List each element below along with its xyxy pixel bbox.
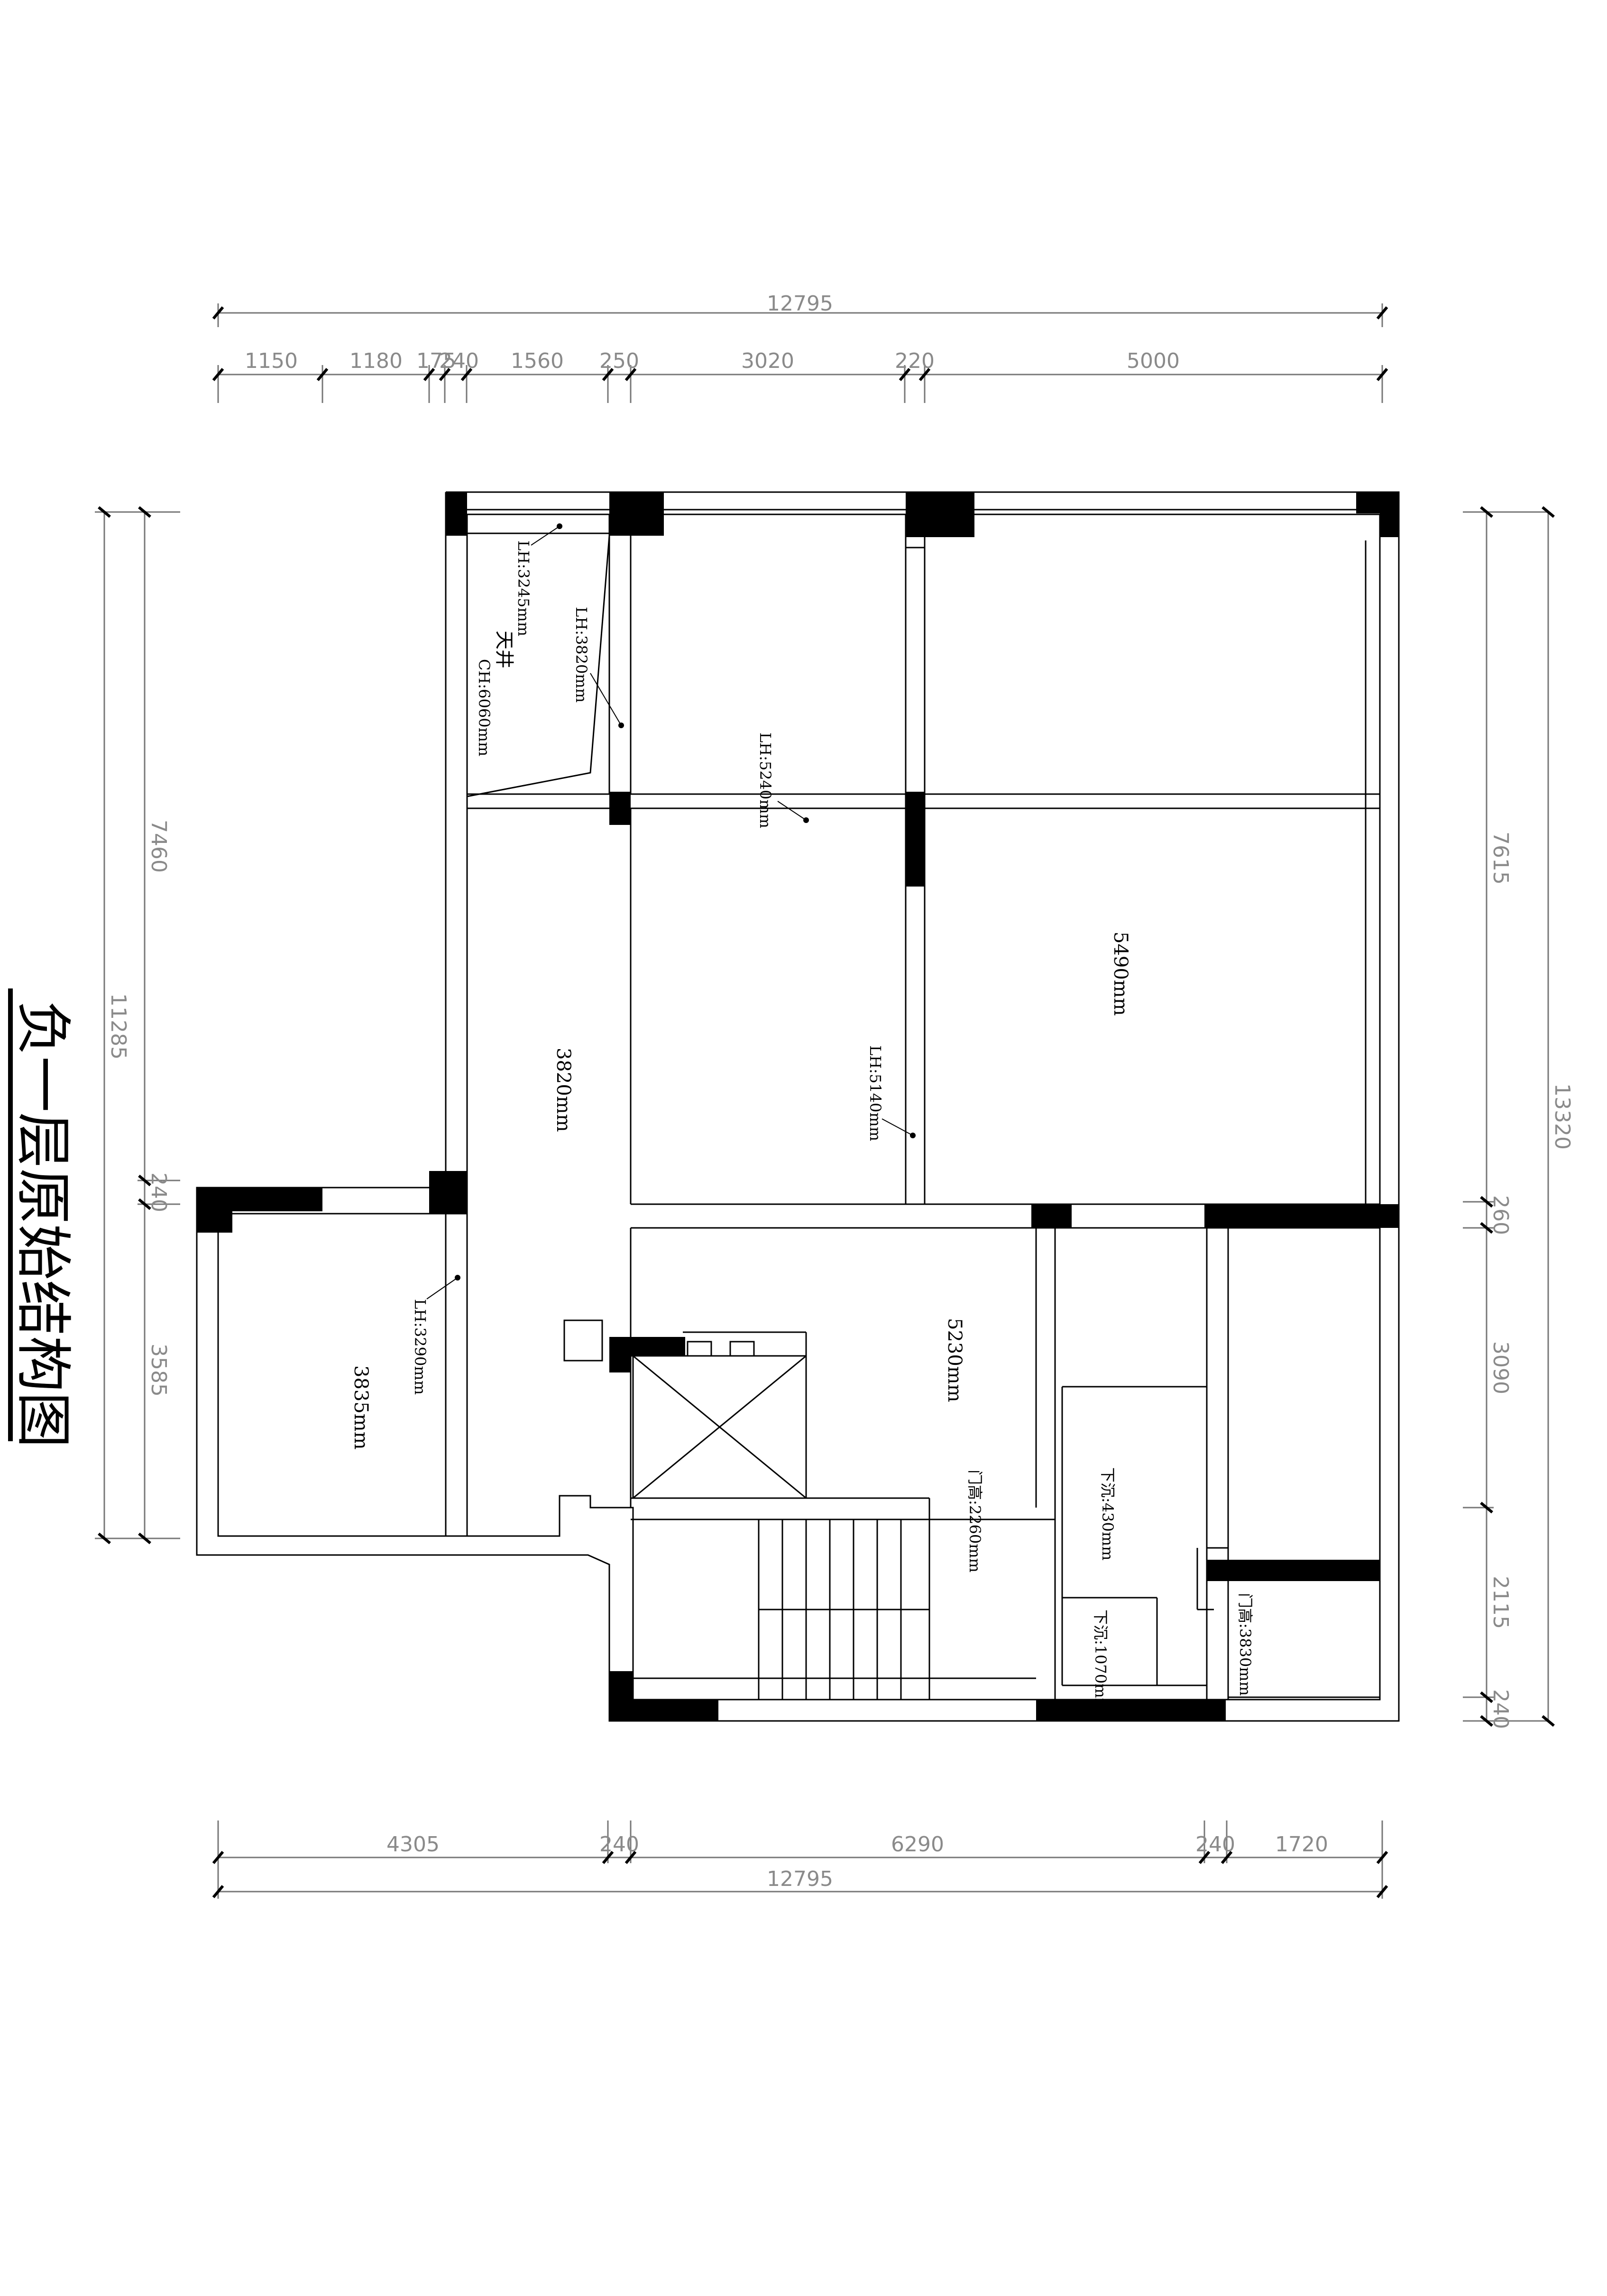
bottom-dimension-2: 240 xyxy=(599,1832,639,1857)
leader-dots xyxy=(455,523,916,1281)
annotation-door-3830: 门高:3830mm xyxy=(1236,1593,1254,1696)
annotation-lh-5240: LH:5240mm xyxy=(756,732,774,828)
top-dimension-7: 3020 xyxy=(741,349,794,373)
annotation-lh-5140: LH:5140mm xyxy=(866,1045,884,1141)
top-dimension-ticks xyxy=(212,306,1388,381)
top-dimension-5: 1560 xyxy=(511,349,564,373)
top-dimension-1: 1150 xyxy=(245,349,298,373)
bottom-dimension-4: 240 xyxy=(1195,1832,1235,1857)
walls xyxy=(196,491,1400,1722)
leader-lines xyxy=(426,526,913,1299)
top-overall-dimension: 12795 xyxy=(767,292,833,316)
annotation-lh-3290: LH:3290mm xyxy=(411,1299,429,1395)
annotation-sink-1070: 下沉:1070mm xyxy=(1092,1610,1110,1712)
columns xyxy=(197,492,1399,1721)
right-dimension-3: 3090 xyxy=(1488,1341,1513,1394)
top-dimension-6: 250 xyxy=(599,349,639,373)
top-dimension-8: 220 xyxy=(895,349,935,373)
bottom-dimension-ticks xyxy=(212,1851,1388,1898)
annotation-sink-430: 下沉:430mm xyxy=(1099,1467,1117,1561)
annotation-lh-3245: LH:3245mm xyxy=(514,540,533,636)
left-dimensions xyxy=(95,511,180,1539)
annotation-3835: 3835mm xyxy=(350,1365,372,1450)
top-dimension-4: 240 xyxy=(439,349,479,373)
left-overall-dimension: 11285 xyxy=(106,993,130,1060)
annotation-5490: 5490mm xyxy=(1110,932,1131,1016)
annotation-lh-3820: LH:3820mm xyxy=(572,607,590,703)
right-dimensions xyxy=(1463,511,1549,1722)
right-dimension-ticks xyxy=(1480,506,1555,1727)
bottom-dimension-5: 1720 xyxy=(1275,1832,1328,1857)
top-dimension-2: 1180 xyxy=(349,349,403,373)
top-dimension-9: 5000 xyxy=(1127,349,1180,373)
bottom-dimension-3: 6290 xyxy=(891,1832,944,1857)
annotation-skylight: 天井 xyxy=(493,631,515,668)
bottom-dimension-1: 4305 xyxy=(386,1832,440,1857)
left-dimension-3: 3585 xyxy=(147,1344,171,1397)
left-dimension-1: 7460 xyxy=(147,820,171,873)
annotation-ch-6060: CH:6060mm xyxy=(475,659,493,756)
left-dimension-2: 240 xyxy=(147,1172,171,1212)
right-dimension-5: 240 xyxy=(1488,1689,1513,1729)
right-dimension-4: 2115 xyxy=(1488,1576,1513,1629)
bottom-overall-dimension: 12795 xyxy=(767,1867,833,1891)
annotation-3820: 3820mm xyxy=(552,1048,574,1132)
top-dimension-3: 175 xyxy=(416,349,456,373)
annotation-5230: 5230mm xyxy=(944,1318,965,1402)
left-dimension-ticks xyxy=(98,506,151,1545)
annotation-door-2260: 门高:2260mm xyxy=(966,1470,984,1573)
right-dimension-1: 7615 xyxy=(1488,832,1513,885)
top-dimensions xyxy=(217,303,1383,403)
page-title: 负一层原始结构图 xyxy=(10,1000,76,1448)
right-dimension-2: 260 xyxy=(1488,1195,1513,1235)
right-overall-dimension: 13320 xyxy=(1550,1083,1574,1150)
